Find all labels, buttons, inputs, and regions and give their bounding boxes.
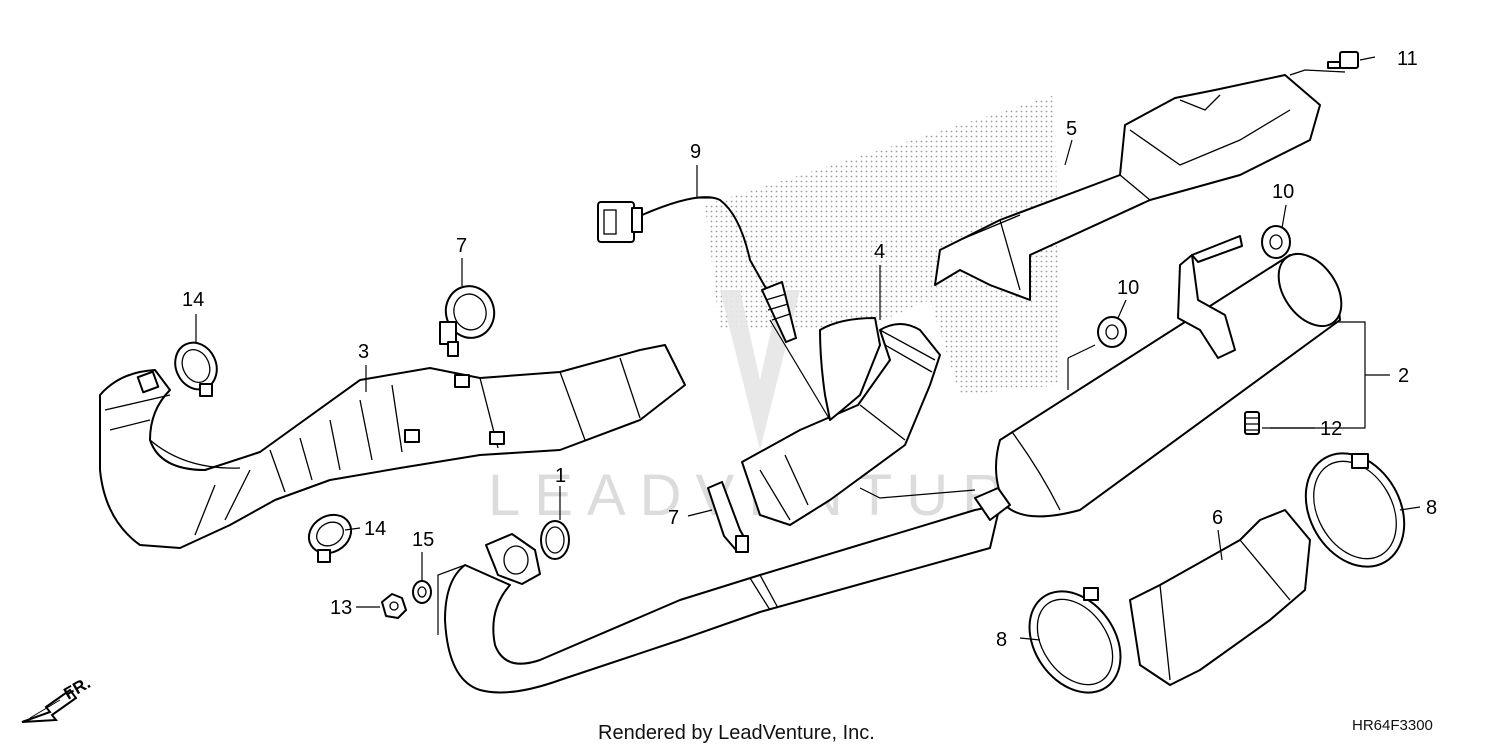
part-band-clamp-8-left[interactable] [1011, 574, 1140, 710]
callouts: 11 5 10 10 2 12 4 9 7 7 3 14 14 1 15 13 … [182, 48, 1437, 651]
callout-7-lower: 7 [668, 507, 679, 529]
part-grommet-10-lower[interactable] [1097, 316, 1127, 348]
part-band-clamp-upper[interactable] [439, 281, 500, 357]
part-middle-heat-shield[interactable] [741, 317, 941, 526]
part-gasket[interactable] [540, 520, 570, 560]
callout-3: 3 [358, 341, 369, 363]
callout-2: 2 [1398, 365, 1409, 387]
callout-5: 5 [1066, 118, 1077, 140]
part-oxygen-sensor[interactable] [597, 196, 797, 343]
callout-14-lower: 14 [364, 518, 386, 540]
callout-11: 11 [1397, 48, 1418, 70]
callout-8-left: 8 [996, 629, 1007, 651]
callout-7-upper: 7 [456, 235, 467, 257]
callout-15: 15 [412, 529, 434, 551]
callout-13: 13 [330, 597, 352, 619]
footer-credit: Rendered by LeadVenture, Inc. [598, 722, 875, 744]
callout-6: 6 [1212, 507, 1223, 529]
part-clamp-lower[interactable] [302, 507, 358, 563]
stipple-shading [705, 95, 1060, 395]
part-washer-15[interactable] [412, 580, 432, 604]
part-bolt-11[interactable] [1327, 51, 1359, 69]
callout-10-upper: 10 [1272, 181, 1294, 203]
callout-12: 12 [1320, 418, 1342, 440]
callout-14-upper: 14 [182, 289, 204, 311]
part-band-clamp-8-right[interactable] [1286, 436, 1424, 585]
part-grommet-10-upper[interactable] [1261, 225, 1291, 259]
front-direction-indicator: FR. [21, 673, 94, 723]
part-muffler-cover[interactable] [934, 74, 1321, 301]
part-bolt-12[interactable] [1244, 411, 1260, 435]
part-exhaust-pipe-main[interactable] [444, 504, 1001, 694]
part-front-exhaust-pipe[interactable] [99, 344, 686, 549]
callout-10-lower: 10 [1117, 277, 1139, 299]
callout-9: 9 [690, 141, 701, 163]
part-clamp-upper[interactable] [168, 336, 225, 397]
part-tailpipe-shield[interactable] [1129, 509, 1311, 686]
part-band-clamp-lower[interactable] [707, 481, 749, 553]
callout-8-right: 8 [1426, 497, 1437, 519]
part-nut-13[interactable] [381, 593, 407, 619]
callout-1: 1 [555, 465, 566, 487]
part-muffler[interactable] [974, 235, 1354, 521]
callout-4: 4 [874, 241, 885, 263]
leader-lines [195, 56, 1421, 641]
diagram-code: HR64F3300 [1352, 717, 1433, 734]
front-arrow-icon [21, 688, 78, 723]
